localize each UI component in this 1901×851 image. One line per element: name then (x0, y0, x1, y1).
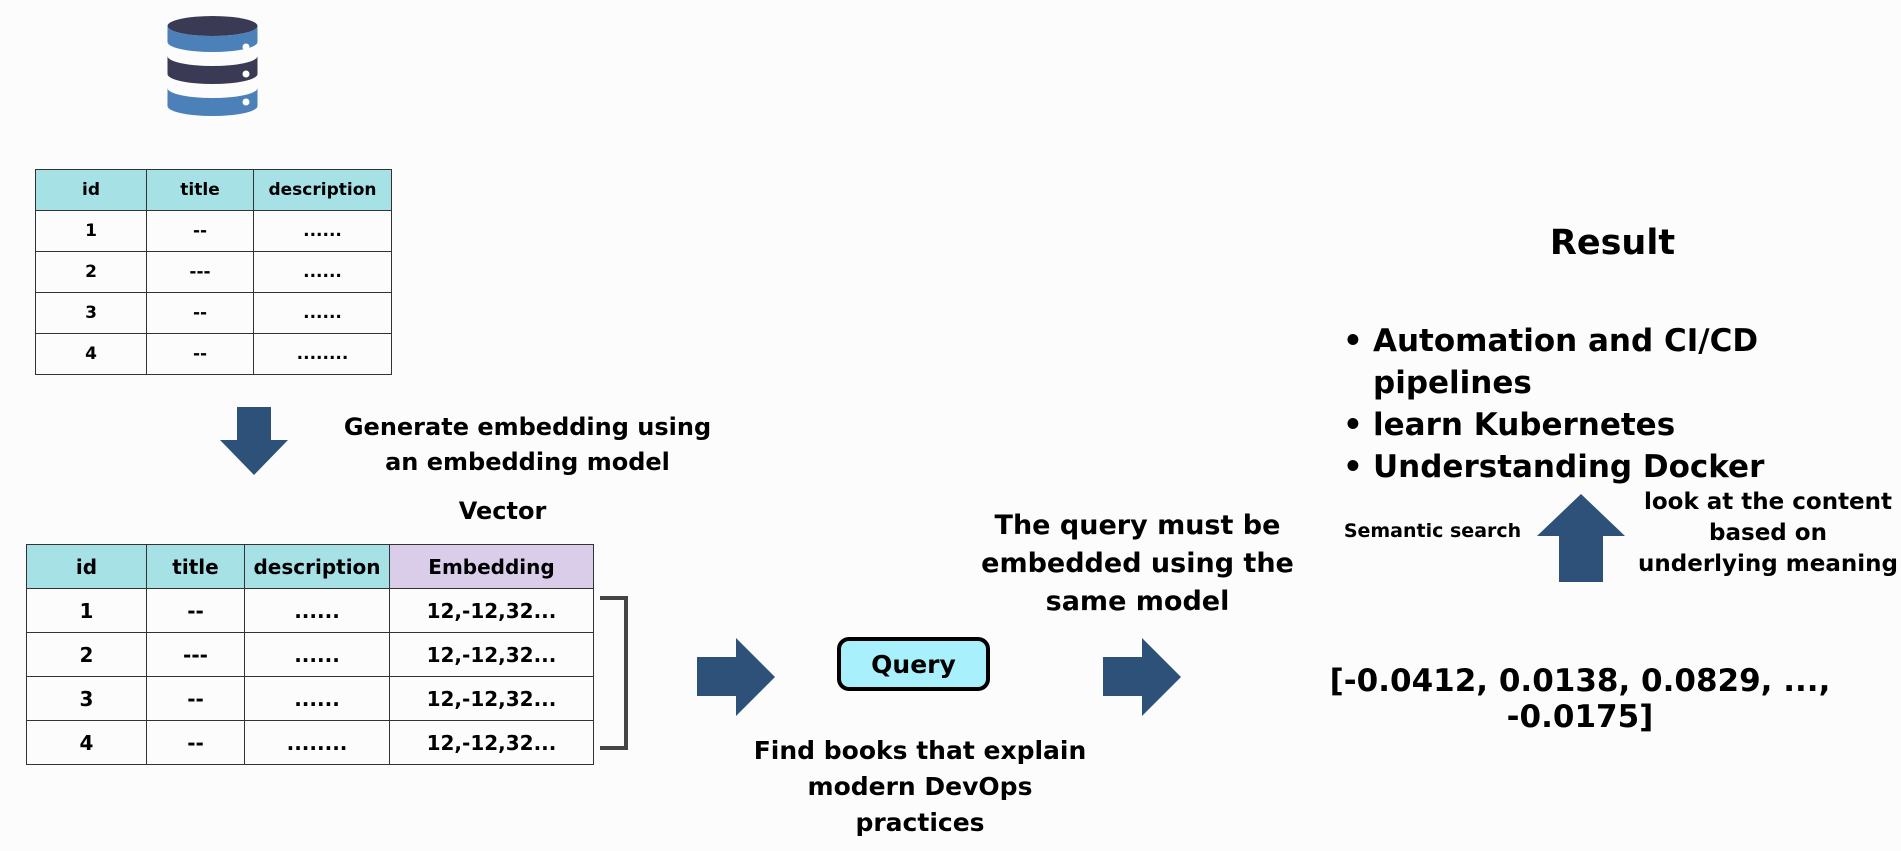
table-row: 3 -- ...... 12,-12,32... (26, 676, 594, 721)
table-row: 2 --- ...... 12,-12,32... (26, 632, 594, 677)
result-list: Automation and CI/CD pipelines learn Kub… (1343, 320, 1901, 488)
arrow-right-icon (1103, 638, 1181, 716)
result-item: Automation and CI/CD pipelines (1343, 320, 1901, 404)
database-icon (167, 16, 258, 116)
table-header-row: id title description (35, 169, 392, 211)
vector-label: Vector (458, 497, 547, 525)
table-cell: -- (146, 676, 245, 721)
table-cell: -- (146, 720, 245, 765)
table-cell: ...... (244, 676, 390, 721)
table-cell: ........ (244, 720, 390, 765)
table-cell: 3 (35, 292, 147, 334)
source-table: id title description 1 -- ...... 2 --- .… (35, 169, 392, 375)
result-item: Understanding Docker (1343, 446, 1901, 488)
table-cell: ........ (253, 333, 392, 375)
embed-note: The query must be embedded using the sam… (981, 510, 1294, 617)
table-cell: 1 (26, 588, 147, 633)
table-row: 1 -- ...... 12,-12,32... (26, 588, 594, 633)
table-cell: ...... (253, 210, 392, 252)
table-header-row: id title description Embedding (26, 544, 594, 589)
query-vector-output: [-0.0412, 0.0138, 0.0829, ..., -0.0175] (1329, 663, 1831, 735)
table-cell: --- (146, 632, 245, 677)
arrow-up-icon (1537, 494, 1625, 582)
table-cell: 4 (35, 333, 147, 375)
column-header: title (146, 544, 245, 589)
embedding-column-header: Embedding (389, 544, 594, 589)
vector-table: id title description Embedding 1 -- ....… (26, 544, 594, 765)
table-cell: 3 (26, 676, 147, 721)
table-cell: -- (146, 588, 245, 633)
bracket-icon (600, 596, 628, 750)
table-row: 4 -- ........ 12,-12,32... (26, 720, 594, 765)
column-header: description (244, 544, 390, 589)
table-cell: -- (146, 210, 254, 252)
table-cell: 12,-12,32... (389, 676, 594, 721)
table-cell: 12,-12,32... (389, 632, 594, 677)
result-item: learn Kubernetes (1343, 404, 1901, 446)
table-cell: ...... (253, 251, 392, 293)
table-row: 3 -- ...... (35, 292, 392, 334)
result-title: Result (1549, 223, 1676, 263)
column-header: id (26, 544, 147, 589)
generate-embedding-label: Generate embedding using an embedding mo… (343, 413, 712, 476)
table-cell: 1 (35, 210, 147, 252)
table-cell: 2 (26, 632, 147, 677)
table-row: 4 -- ........ (35, 333, 392, 375)
query-text: Find books that explain modern DevOps pr… (753, 736, 1087, 837)
arrow-right-icon (697, 638, 775, 716)
table-cell: 4 (26, 720, 147, 765)
table-cell: 12,-12,32... (389, 588, 594, 633)
table-cell: 12,-12,32... (389, 720, 594, 765)
column-header: id (35, 169, 147, 211)
table-row: 1 -- ...... (35, 210, 392, 252)
table-cell: ...... (253, 292, 392, 334)
table-row: 2 --- ...... (35, 251, 392, 293)
column-header: description (253, 169, 392, 211)
table-cell: ...... (244, 588, 390, 633)
table-cell: ...... (244, 632, 390, 677)
meaning-note: look at the content based on underlying … (1638, 489, 1898, 577)
table-cell: -- (146, 292, 254, 334)
table-cell: -- (146, 333, 254, 375)
column-header: title (146, 169, 254, 211)
table-cell: --- (146, 251, 254, 293)
table-cell: 2 (35, 251, 147, 293)
semantic-search-label: Semantic search (1343, 520, 1522, 542)
query-button[interactable]: Query (837, 637, 990, 691)
arrow-down-icon (220, 407, 288, 475)
